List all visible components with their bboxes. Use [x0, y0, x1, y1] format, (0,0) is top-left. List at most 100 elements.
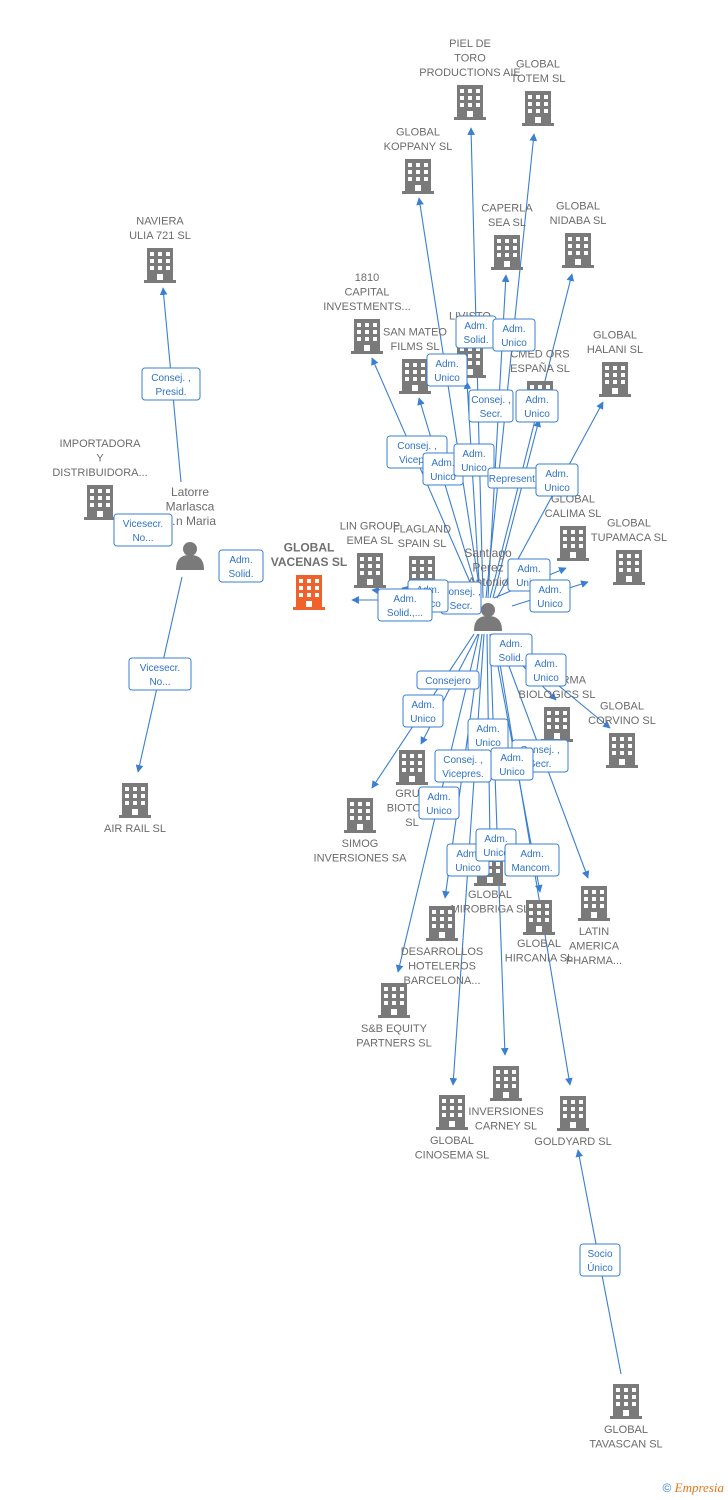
relation-text-line: Consej. ,	[471, 395, 510, 406]
company-label-line: GLOBAL	[593, 330, 637, 342]
building-icon	[606, 733, 638, 768]
company-node-importadora[interactable]: IMPORTADORAYDISTRIBUIDORA...	[52, 438, 148, 520]
building-icon	[402, 159, 434, 194]
relation-label-r7[interactable]: Adm. Unico	[426, 353, 468, 387]
relation-text-line: Unico	[434, 373, 460, 384]
relation-label-r5[interactable]: Adm.Solid.	[455, 315, 497, 349]
relation-box	[490, 747, 534, 781]
relation-text-line: Vicepr...	[399, 455, 435, 466]
company-label-line: CAPITAL	[344, 287, 389, 299]
relation-label-r12[interactable]: Adm.Unico	[453, 443, 495, 477]
company-label-line: PRODUCTIONS AIE	[419, 67, 520, 79]
relation-label-r11[interactable]: Adm.Unico	[422, 452, 464, 486]
relation-box	[489, 633, 533, 667]
relation-label-r22[interactable]: Consejero	[416, 670, 480, 690]
relation-text-line: Adm.	[500, 753, 523, 764]
relation-text-line: Unico	[501, 338, 527, 349]
relation-label-r31[interactable]: Adm.Mancom.	[504, 843, 560, 877]
company-label-line: INVERSIONES SA	[314, 853, 408, 865]
building-icon	[436, 1095, 468, 1130]
relation-text-line: Vicesecr.	[140, 663, 180, 674]
relation-box	[218, 549, 264, 583]
company-label-line: MIROBRIGA SL	[451, 904, 530, 916]
relation-label-r2[interactable]: Vicesecr.No...	[113, 513, 173, 547]
relation-text-line: Socio	[587, 1249, 612, 1260]
relation-text-line: Consej. ,	[443, 755, 482, 766]
relation-text-line: Secr.	[480, 409, 503, 420]
person-label-line: Santiago	[464, 546, 512, 560]
relation-label-r4[interactable]: Vicesecr.No...	[128, 657, 192, 691]
relation-label-r14[interactable]: Adm.Unico	[535, 463, 579, 497]
relation-text-line: No...	[132, 533, 153, 544]
relation-box	[492, 318, 536, 352]
company-label-line: CALIMA SL	[545, 508, 602, 520]
company-node-capital1810[interactable]: 1810CAPITALINVESTMENTS...	[323, 272, 411, 354]
relation-text-line: Unico	[537, 599, 563, 610]
building-icon	[522, 91, 554, 126]
relation-label-r16[interactable]: Adm.Unico	[529, 579, 571, 613]
relation-label-r27[interactable]: Adm.Unico	[490, 747, 534, 781]
company-label-line: LATIN	[579, 926, 609, 938]
company-label-line: GLOBAL	[604, 1424, 648, 1436]
relation-text-line: Adm.	[431, 458, 454, 469]
relation-text-line: Adm.	[462, 449, 485, 460]
empresia-logo[interactable]: Empresia	[674, 1480, 724, 1495]
company-label-line: HIRCANIA SL	[505, 953, 573, 965]
relation-text-line: Unico	[516, 578, 542, 589]
company-node-latin[interactable]: LATINAMERICAPHARMA...	[566, 886, 622, 967]
company-node-desarrollos[interactable]: DESARROLLOSHOTELEROSBARCELONA...	[401, 906, 484, 987]
edge-8	[489, 273, 575, 599]
company-label-line: LIN GROUP	[340, 521, 401, 533]
company-node-goldyard[interactable]: GOLDYARD SL	[534, 1096, 612, 1148]
relation-label-r28[interactable]: Adm.Unico	[418, 786, 460, 820]
relation-label-r9[interactable]: Adm.Unico	[515, 389, 559, 423]
relation-label-r20[interactable]: Adm.Solid.	[489, 633, 533, 667]
company-label-line: CORVINO SL	[588, 715, 656, 727]
relation-label-r8[interactable]: Consej. , Secr.	[468, 389, 514, 423]
relation-text-line: Adm.	[435, 359, 458, 370]
building-icon	[562, 233, 594, 268]
relation-text-line: Solid.,...	[387, 608, 423, 619]
company-node-airrail[interactable]: AIR RAIL SL	[104, 783, 166, 835]
relation-label-r23[interactable]: Adm.Unico	[402, 694, 444, 728]
company-label-line: 1810	[355, 272, 379, 284]
building-icon	[491, 235, 523, 270]
relation-label-r3[interactable]: Adm.Solid.	[218, 549, 264, 583]
relation-label-r26[interactable]: Consej. ,Vicepres.	[434, 749, 492, 783]
company-label-line: FILMS SL	[391, 341, 440, 353]
relation-text-line: Adm.	[517, 564, 540, 575]
building-icon	[613, 550, 645, 585]
relation-label-r19[interactable]: Adm.Solid.,...	[377, 588, 433, 622]
relation-label-r6[interactable]: Adm.Unico	[492, 318, 536, 352]
relation-label-r21[interactable]: Adm.Unico	[525, 653, 567, 687]
relation-label-r1[interactable]: Consej. ,Presid.	[141, 367, 201, 401]
company-label-line: HOTELEROS	[408, 961, 476, 973]
relation-label-r24[interactable]: Adm.Unico	[467, 718, 509, 752]
building-icon	[144, 248, 176, 283]
person-label-line: Perez	[472, 561, 503, 575]
